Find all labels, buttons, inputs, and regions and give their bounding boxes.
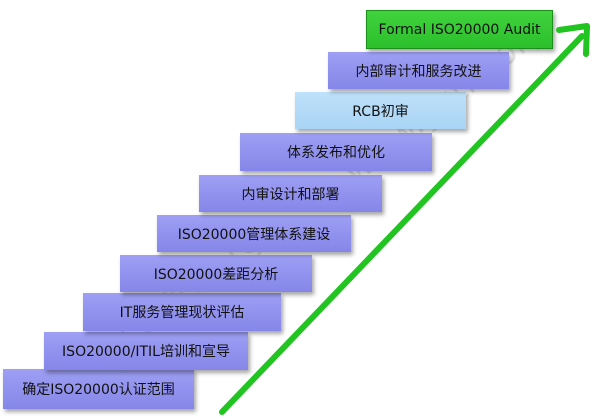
step-gap-analysis-label: ISO20000差距分析: [153, 266, 279, 283]
step-internal-audit-design-label: 内审设计和部署: [241, 186, 340, 203]
step-training-label: ISO20000/ITIL培训和宣导: [62, 344, 230, 360]
step-internal-audit-design: 内审设计和部署: [199, 175, 382, 212]
step-system-build-label: ISO20000管理体系建设: [177, 226, 331, 243]
step-formal-audit-label: Formal ISO20000 Audit: [378, 21, 541, 38]
step-current-assessment-label: IT服务管理现状评估: [119, 305, 245, 321]
step-internal-audit-improve: 内部审计和服务改进: [328, 52, 509, 89]
step-internal-audit-improve-label: 内部审计和服务改进: [355, 63, 482, 80]
step-training: ISO20000/ITIL培训和宣导: [44, 332, 248, 370]
step-release-optimize: 体系发布和优化: [240, 133, 432, 171]
arrow-shaft: [219, 33, 585, 415]
step-rcb-initial-audit: RCB初审: [295, 92, 466, 129]
step-release-optimize-label: 体系发布和优化: [287, 145, 385, 161]
step-gap-analysis: ISO20000差距分析: [120, 255, 312, 292]
arrow-head: [556, 23, 590, 57]
step-current-assessment: IT服务管理现状评估: [83, 293, 281, 331]
step-system-build: ISO20000管理体系建设: [157, 215, 351, 252]
step-define-scope: 确定ISO20000认证范围: [3, 369, 194, 409]
step-rcb-initial-audit-label: RCB初审: [352, 103, 409, 120]
step-formal-audit: Formal ISO20000 Audit: [366, 10, 553, 49]
step-define-scope-label: 确定ISO20000认证范围: [22, 382, 175, 398]
